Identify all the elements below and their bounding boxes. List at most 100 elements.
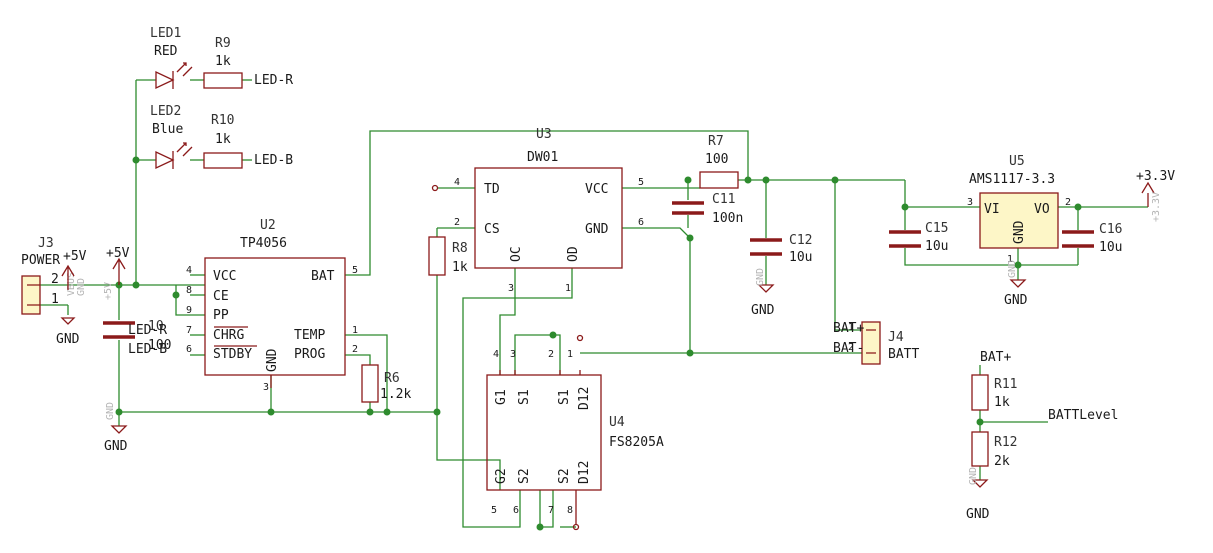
resistor-r12[interactable]: R12 2k xyxy=(971,431,1017,469)
gnd-symbol-bottom-left: GND GND xyxy=(104,402,128,454)
u3-pin-gnd: GND xyxy=(585,222,609,237)
net-label-bat-plus: BAT+ xyxy=(980,350,1011,365)
capacitor-c16[interactable]: C16 10u xyxy=(1062,222,1122,255)
led2-ref: LED2 xyxy=(150,104,181,119)
u2-ref: U2 xyxy=(260,218,276,233)
u5-pin-gnd: GND xyxy=(1012,220,1027,244)
gnd-u5-label: GND xyxy=(1004,293,1028,308)
ic-u4-fs8205a[interactable]: G1 S1 S1 D12 G2 S2 S2 D12 4 3 2 1 5 6 7 … xyxy=(486,334,664,531)
capacitor-c10[interactable]: 10 100 xyxy=(103,319,171,353)
c15-value: 10u xyxy=(925,239,948,254)
u4-pin-g2: G2 xyxy=(494,468,509,484)
r11-value: 1k xyxy=(994,395,1010,410)
u3-pinnum-oc: 3 xyxy=(508,283,514,294)
u2-pin-vcc: VCC xyxy=(213,269,236,284)
r7-ref: R7 xyxy=(708,134,724,149)
gnd-symbol-divider: GND GND xyxy=(966,467,990,522)
net-label-battlevel: BATTLevel xyxy=(1048,408,1118,423)
j4-pin1-label: BAT+ xyxy=(833,321,864,336)
ic-u2-tp4056[interactable]: U2 TP4056 VCC CE PP CHRG STDBY GND BAT T… xyxy=(186,218,358,393)
j4-battery-connector[interactable]: J4 BATT BAT+ BAT- 1 2 xyxy=(833,321,919,365)
capacitor-c15[interactable]: C15 10u xyxy=(889,221,948,254)
r6-value: 1.2k xyxy=(380,387,411,402)
u5-pin-vo: VO xyxy=(1034,202,1050,217)
gnd-ghost-c12: GND xyxy=(755,268,766,286)
power-flag-3v3: +3.3V +3.3V xyxy=(1136,169,1175,222)
j4-pin2-label: BAT- xyxy=(833,341,864,356)
gnd-ghost-divider: GND xyxy=(968,467,979,485)
u4-pinnum-s1b: 2 xyxy=(548,349,554,360)
u4-pin-s2a: S2 xyxy=(517,468,532,484)
u4-pinnum-s2a: 6 xyxy=(513,505,519,516)
c16-value: 10u xyxy=(1099,240,1122,255)
resistor-r9[interactable]: R9 1k xyxy=(203,36,243,89)
u2-value: TP4056 xyxy=(240,236,287,251)
u5-pinnum-vi: 3 xyxy=(967,197,973,208)
u3-pinnum-cs: 2 xyxy=(454,217,460,228)
c10-ref: 10 xyxy=(148,319,164,334)
gnd-c12-label: GND xyxy=(751,303,775,318)
u3-value: DW01 xyxy=(527,150,558,165)
u4-pin-s1a: S1 xyxy=(517,389,532,405)
u3-pinnum-vcc: 5 xyxy=(638,177,644,188)
j3-pin2-label: 2 xyxy=(51,272,59,287)
r12-ref: R12 xyxy=(994,435,1017,450)
u3-pinnum-od: 1 xyxy=(565,283,571,294)
led1-ref: LED1 xyxy=(150,26,181,41)
u4-ref: U4 xyxy=(609,415,625,430)
u4-pinnum-s2b: 7 xyxy=(548,505,554,516)
ic-u5-ams1117[interactable]: U5 AMS1117-3.3 VI VO GND 3 2 1 xyxy=(967,154,1071,265)
u3-pinnum-td: 4 xyxy=(454,177,460,188)
u3-pin-oc: OC xyxy=(509,246,524,262)
capacitor-c11[interactable]: C11 100n xyxy=(672,192,743,226)
u4-pinnum-d12b: 8 xyxy=(567,505,573,516)
power-flag-5v-u2: +5V +5V xyxy=(103,246,130,300)
net-3v3-label: +3.3V xyxy=(1136,169,1175,184)
j4-pin1-num: 1 xyxy=(848,322,854,333)
ic-u3-dw01[interactable]: U3 DW01 TD CS OC OD VCC GND 4 2 3 1 5 6 xyxy=(431,127,645,294)
led1-red[interactable]: LED1 RED xyxy=(150,26,193,90)
u2-pin-gnd: GND xyxy=(265,348,280,372)
net-label-led-b: LED-B xyxy=(254,153,293,168)
j3-power-connector[interactable]: J3 POWER 2 1 VBUS GND xyxy=(21,236,87,315)
u4-pin-g1: G1 xyxy=(494,389,509,405)
u4-pin-d12a: D12 xyxy=(577,387,592,410)
u2-pin-temp: TEMP xyxy=(294,328,325,343)
resistor-r7[interactable]: R7 100 xyxy=(699,134,739,189)
pwr-3v3-ghost: +3.3V xyxy=(1151,192,1162,222)
r7-value: 100 xyxy=(705,152,728,167)
u3-pin-vcc: VCC xyxy=(585,182,608,197)
resistor-r11[interactable]: R11 1k xyxy=(971,374,1017,411)
j3-ghost-vbus: VBUS xyxy=(66,272,77,296)
r10-value: 1k xyxy=(215,132,231,147)
resistor-r8[interactable]: R8 1k xyxy=(428,236,468,276)
gnd-ghost-u5: GND xyxy=(1007,260,1018,278)
u4-pin-s1b: S1 xyxy=(557,389,572,405)
u4-pin-d12b: D12 xyxy=(577,461,592,484)
u2-pinnum-prog: 2 xyxy=(352,344,358,355)
r12-value: 2k xyxy=(994,454,1010,469)
u4-pin-s2b: S2 xyxy=(557,468,572,484)
u2-pin-chrg: CHRG xyxy=(213,328,244,343)
gnd-bottom-left-label: GND xyxy=(104,439,128,454)
resistor-r10[interactable]: R10 1k xyxy=(203,113,243,169)
pwr-5v-ghost: +5V xyxy=(103,282,114,300)
u2-pinnum-stdby: 6 xyxy=(186,344,192,355)
led2-blue[interactable]: LED2 Blue xyxy=(150,104,193,170)
r8-value: 1k xyxy=(452,260,468,275)
capacitor-c12[interactable]: C12 10u xyxy=(750,233,812,265)
resistor-r6[interactable]: R6 1.2k xyxy=(361,364,411,403)
r9-value: 1k xyxy=(215,54,231,69)
net-label-led-b-u2: LED-B xyxy=(128,342,167,357)
led1-value: RED xyxy=(154,44,178,59)
u4-value: FS8205A xyxy=(609,435,664,450)
j3-ghost-gnd: GND xyxy=(76,278,87,296)
u3-ref: U3 xyxy=(536,127,552,142)
junctions xyxy=(115,156,1082,531)
u3-pin-cs: CS xyxy=(484,222,500,237)
u2-pinnum-chrg: 7 xyxy=(186,325,192,336)
u2-pin-prog: PROG xyxy=(294,347,325,362)
gnd-symbol-j3: GND xyxy=(56,317,80,347)
j3-ref: J3 xyxy=(38,236,54,251)
